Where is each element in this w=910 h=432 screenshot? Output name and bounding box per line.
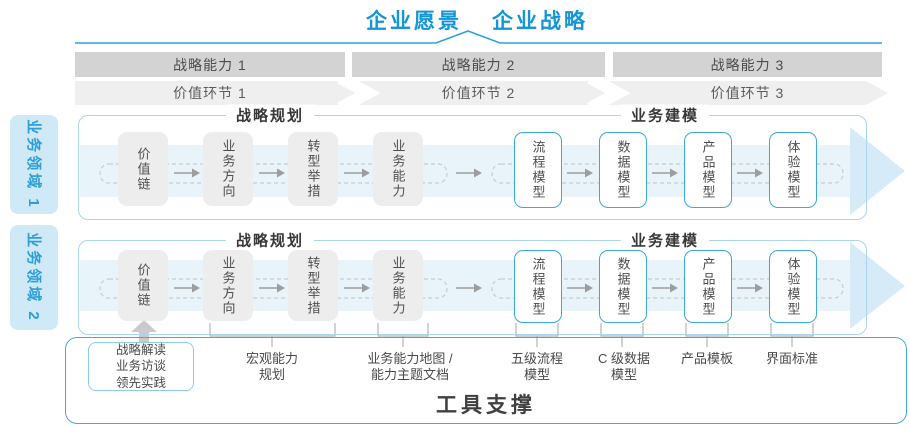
capability-bar-1: 战略能力 1 — [75, 52, 345, 77]
strategy-title: 企业战略 — [492, 10, 588, 33]
vision-title: 企业愿景 — [366, 10, 462, 33]
box-data-model-row2: 数据模型 — [599, 250, 647, 323]
domain-row-1 — [78, 115, 867, 220]
box-experience-model-row1: 体验模型 — [769, 132, 817, 208]
box-business-direction-row1: 业务方向 — [203, 132, 253, 206]
value-link-2: 价值环节 2 — [441, 85, 516, 101]
box-value-chain-row1: 价值链 — [118, 132, 168, 206]
capability-bar-2: 战略能力 2 — [352, 52, 605, 77]
box-business-capability-row2: 业务能力 — [373, 250, 423, 321]
note-product-template: 产品模板 — [680, 351, 733, 366]
note-capability-map: 业务能力地图 / 能力主题文档 — [367, 351, 453, 383]
value-link-1: 价值环节 1 — [173, 85, 247, 101]
vision-peak-line — [75, 30, 882, 44]
strategy-inputs-box: 战略解读 业务访谈 领先实践 — [88, 342, 194, 391]
planning-header-row1: 战略规划 — [225, 104, 315, 126]
tool-support-title: 工具支撑 — [436, 394, 536, 417]
note-ui-standard: 界面标准 — [765, 351, 818, 366]
modeling-header-row2: 业务建模 — [620, 229, 710, 251]
box-business-direction-row2: 业务方向 — [203, 250, 253, 321]
value-link-strip — [75, 72, 888, 114]
domain-row-2 — [78, 240, 867, 335]
box-product-model-row1: 产品模型 — [684, 132, 732, 208]
modeling-header-row1: 业务建模 — [620, 104, 710, 126]
page-title: 企业愿景 企业战略 — [22, 5, 910, 35]
capability-bar-3: 战略能力 3 — [613, 52, 882, 77]
box-product-model-row2: 产品模型 — [684, 250, 732, 323]
box-process-model-row2: 流程模型 — [514, 250, 562, 323]
up-arrow — [131, 320, 157, 343]
planning-header-row2: 战略规划 — [225, 229, 315, 251]
value-link-3: 价值环节 3 — [710, 85, 785, 101]
box-transformation-row1: 转型举措 — [288, 132, 338, 206]
note-macro-capability: 宏观能力 规划 — [245, 351, 298, 383]
domain-label-1: 业务领域 1 — [10, 115, 58, 214]
box-experience-model-row2: 体验模型 — [769, 250, 817, 323]
tool-support-container: 工具支撑 — [65, 337, 907, 424]
note-data-model: C 级数据 模型 — [597, 351, 650, 383]
domain-label-2: 业务领域 2 — [10, 225, 58, 330]
box-business-capability-row1: 业务能力 — [373, 132, 423, 206]
box-data-model-row1: 数据模型 — [599, 132, 647, 208]
box-value-chain-row2: 价值链 — [118, 250, 168, 321]
note-process-model: 五级流程 模型 — [510, 351, 563, 383]
box-process-model-row1: 流程模型 — [514, 132, 562, 208]
box-transformation-row2: 转型举措 — [288, 250, 338, 321]
